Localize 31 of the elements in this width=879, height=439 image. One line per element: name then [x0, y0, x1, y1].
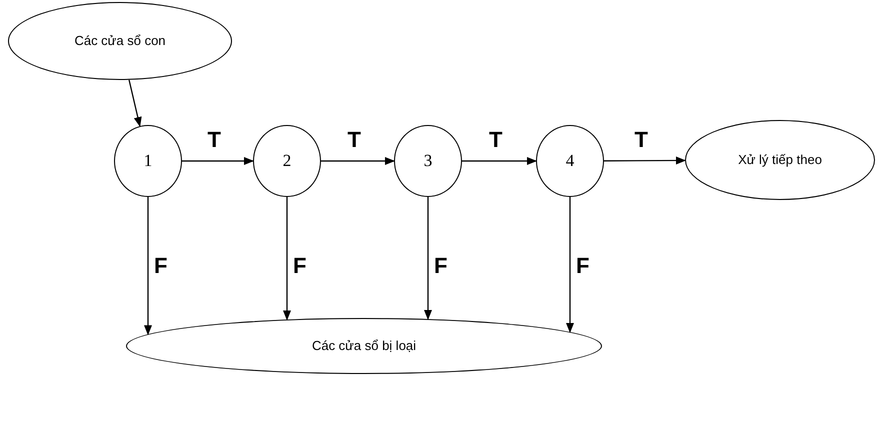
edge-label: F	[434, 255, 448, 277]
oval-node	[126, 318, 602, 374]
circle-node	[114, 125, 182, 197]
arrow	[321, 157, 395, 165]
node-text: Các cửa sổ bị loại	[312, 337, 416, 356]
arrow	[462, 157, 537, 165]
edge-label: T	[208, 129, 221, 151]
node-text: 1	[144, 150, 152, 172]
edge-label: T	[348, 129, 361, 151]
arrow	[144, 197, 152, 336]
node-text: 4	[566, 150, 574, 172]
circle-node	[536, 125, 604, 197]
node-text: Xử lý tiếp theo	[738, 151, 822, 170]
arrow	[283, 197, 291, 320]
node-text: 3	[424, 150, 432, 172]
edge-label: F	[576, 255, 590, 277]
arrow	[604, 156, 686, 164]
oval-node	[8, 2, 232, 80]
oval-node	[685, 120, 875, 200]
edge-label: F	[293, 255, 306, 277]
edge-label: F	[154, 255, 168, 277]
edge-label: T	[489, 129, 502, 151]
node-text: 2	[282, 150, 292, 172]
arrow	[566, 197, 574, 333]
circle-node	[394, 125, 462, 197]
edge-label: T	[634, 128, 648, 151]
arrow	[128, 80, 142, 128]
circle-node	[253, 125, 321, 197]
arrow	[182, 157, 254, 165]
node-text: Các cửa sổ con	[74, 32, 166, 50]
arrow	[424, 197, 432, 320]
